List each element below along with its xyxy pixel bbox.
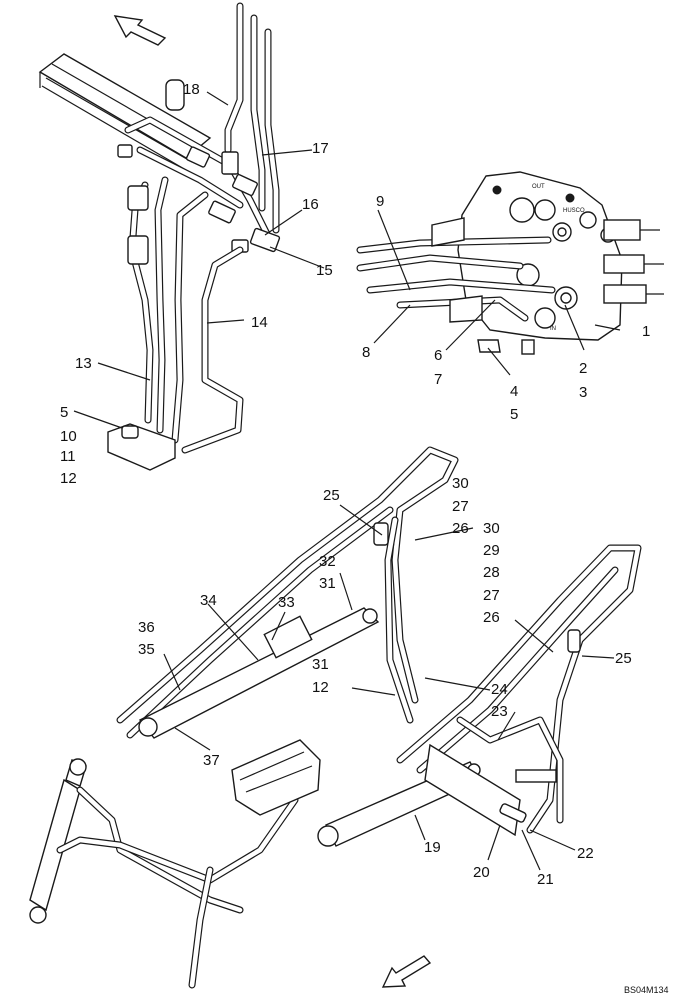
callout-37: 37 [203,752,220,769]
callout-29: 29 [483,542,500,559]
callout-16: 16 [302,196,319,213]
callout-14: 14 [251,314,268,331]
callout-17: 17 [312,140,329,157]
callout-30-lower: 30 [483,520,500,537]
callout-26-upper: 26 [452,520,469,537]
callout-12-upper: 12 [60,470,77,487]
callout-28: 28 [483,564,500,581]
callout-26-lower: 26 [483,609,500,626]
callout-33: 33 [278,594,295,611]
callout-25-right: 25 [615,650,632,667]
lower-assembly [29,446,642,989]
callout-30-upper: 30 [452,475,469,492]
direction-arrow-bottom [381,955,432,988]
callout-10: 10 [60,428,77,445]
callout-27-upper: 27 [452,498,469,515]
callout-24: 24 [491,681,508,698]
callout-34: 34 [200,592,217,609]
callout-22: 22 [577,845,594,862]
callout-18: 18 [183,81,200,98]
callout-15: 15 [316,262,333,279]
callout-1: 1 [642,323,650,340]
callout-20: 20 [473,864,490,881]
callout-4: 4 [510,383,518,400]
callout-6: 6 [434,347,442,364]
callout-27-lower: 27 [483,587,500,604]
callout-25-left: 25 [323,487,340,504]
callout-5-upper: 5 [60,404,68,421]
callout-3: 3 [579,384,587,401]
callout-19: 19 [424,839,441,856]
callout-5-valve: 5 [510,406,518,423]
valve-label-brand: HUSCO [563,208,585,214]
callout-31-upper: 31 [319,575,336,592]
callout-8: 8 [362,344,370,361]
valve-label-inlet: IN [550,326,556,332]
valve-label-out: OUT [532,184,545,190]
callout-12-lower: 12 [312,679,329,696]
callout-36: 36 [138,619,155,636]
callout-11: 11 [60,448,76,465]
callout-21: 21 [537,871,554,888]
leader-lines [73,91,621,871]
reference-code: BS04M134 [624,985,669,995]
direction-arrow-top [113,15,167,46]
callout-35: 35 [138,641,155,658]
callout-31-lower: 31 [312,656,329,673]
callout-23: 23 [491,703,508,720]
control-valve-assembly: OUT HUSCO IN [356,171,664,355]
callout-32: 32 [319,553,336,570]
callout-9: 9 [376,193,384,210]
callout-labels: 18 17 16 15 14 13 5 10 11 12 9 8 6 7 4 5… [60,81,669,995]
callout-7: 7 [434,371,442,388]
callout-13: 13 [75,355,92,372]
upper-left-assembly [38,2,281,471]
callout-2: 2 [579,360,587,377]
